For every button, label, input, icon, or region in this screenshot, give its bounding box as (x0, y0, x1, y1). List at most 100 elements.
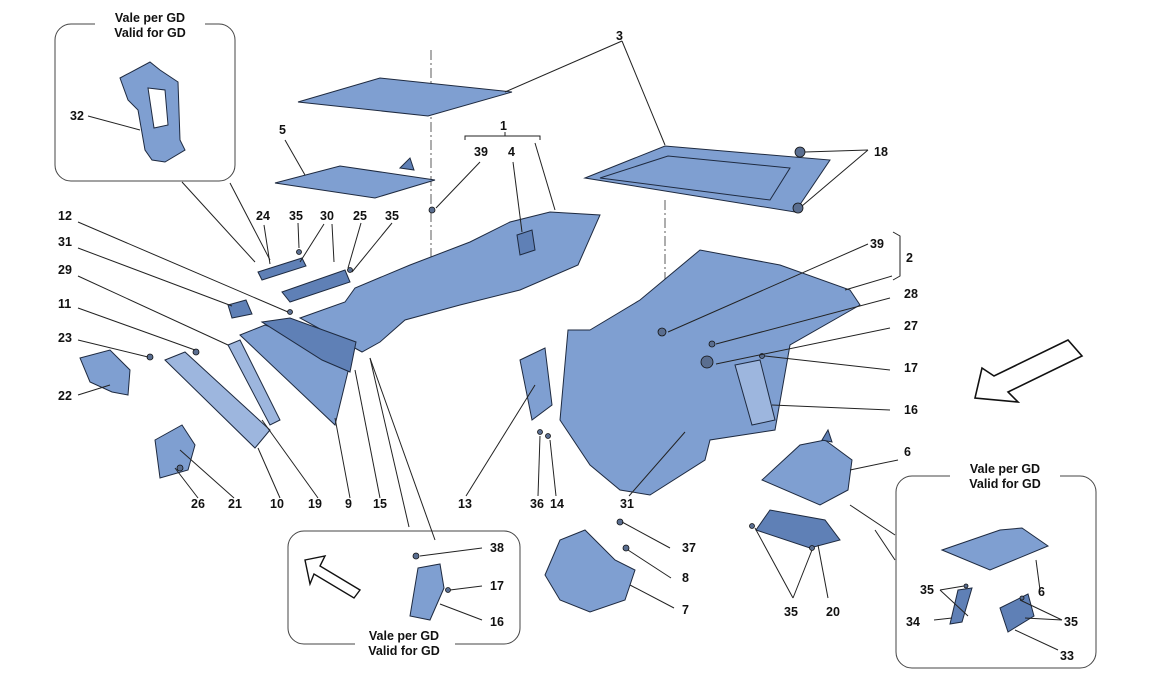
callout-28: 28 (904, 287, 918, 301)
callout-22: 22 (58, 389, 72, 403)
part-13-pad (519, 347, 553, 421)
part-16-panel (409, 563, 445, 621)
callout-17: 17 (904, 361, 918, 375)
callout-19: 19 (308, 497, 322, 511)
callout-35: 35 (784, 605, 798, 619)
direction-arrow-icon (304, 555, 362, 599)
part-35-screw (963, 583, 969, 589)
part-17-screw (445, 587, 451, 593)
callout-1: 1 (500, 119, 507, 133)
callout-31: 31 (58, 235, 72, 249)
inset-title-line1: Vale per GD (369, 629, 439, 643)
callout-4: 4 (508, 145, 515, 159)
part-10-frame (164, 351, 271, 449)
callout-30: 30 (320, 209, 334, 223)
callout-33: 33 (1060, 649, 1074, 663)
callout-35: 35 (385, 209, 399, 223)
callout-6: 6 (1038, 585, 1045, 599)
part-15-mesh (260, 317, 357, 373)
part-6-mat (940, 527, 1050, 571)
part-39-clip (428, 206, 436, 214)
callout-24: 24 (256, 209, 270, 223)
part-11-screw (192, 348, 200, 356)
callout-17: 17 (490, 579, 504, 593)
part-12-screw (287, 309, 293, 315)
part-39-clip (657, 327, 667, 337)
callout-39: 39 (474, 145, 488, 159)
part-18-plug (792, 202, 804, 214)
part-21-bracket (154, 424, 196, 479)
part-26-screw (176, 464, 184, 472)
inset-title-line2: Valid for GD (114, 26, 186, 40)
part-6-mat (761, 439, 853, 506)
part-3-mat-left (297, 77, 513, 117)
part-33-bracket (999, 593, 1035, 633)
part-31-clip (227, 299, 253, 319)
callout-13: 13 (458, 497, 472, 511)
part-8-screw (622, 544, 630, 552)
inset-bottom-center: Vale per GD Valid for GD (287, 530, 521, 662)
callout-16: 16 (904, 403, 918, 417)
inset-title-line1: Vale per GD (115, 11, 185, 25)
part-25-strip (281, 269, 351, 303)
part-35-screw (1019, 595, 1025, 601)
callout-9: 9 (345, 497, 352, 511)
callout-39: 39 (870, 237, 884, 251)
callout-35: 35 (1064, 615, 1078, 629)
callout-8: 8 (682, 571, 689, 585)
part-18-plug (794, 146, 806, 158)
part-35-screw (809, 545, 815, 551)
callout-29: 29 (58, 263, 72, 277)
inset-title-line1: Vale per GD (970, 462, 1040, 476)
hardware (146, 146, 1025, 601)
callout-2: 2 (906, 251, 913, 265)
direction-arrow-icon (974, 339, 1084, 404)
callout-27: 27 (904, 319, 918, 333)
part-35-screw (296, 249, 302, 255)
part-36-nut (537, 429, 543, 435)
callout-25: 25 (353, 209, 367, 223)
part-14-screw (545, 433, 551, 439)
callout-36: 36 (530, 497, 544, 511)
part-27-cap (700, 355, 714, 369)
part-3-mat-right (583, 145, 831, 213)
part-38-clip (412, 552, 420, 560)
inset-title-line2: Valid for GD (969, 477, 1041, 491)
callout-7: 7 (682, 603, 689, 617)
part-20-bracket (755, 509, 841, 549)
callout-26: 26 (191, 497, 205, 511)
part-35-screw (347, 267, 353, 273)
callout-37: 37 (682, 541, 696, 555)
leader-lines (77, 40, 1063, 651)
callout-35: 35 (920, 583, 934, 597)
callout-5: 5 (279, 123, 286, 137)
inset-title-line2: Valid for GD (368, 644, 440, 658)
callout-15: 15 (373, 497, 387, 511)
callout-38: 38 (490, 541, 504, 555)
inset-top-left: Vale per GD Valid for GD (54, 10, 236, 182)
part-22-bracket (79, 349, 131, 396)
callout-31: 31 (620, 497, 634, 511)
part-5-mat (274, 165, 436, 199)
part-19-strip (227, 339, 281, 426)
callout-32: 32 (70, 109, 84, 123)
callout-11: 11 (58, 297, 71, 311)
part-34-strip (949, 587, 973, 625)
callout-35: 35 (289, 209, 303, 223)
callout-12: 12 (58, 209, 72, 223)
callout-16: 16 (490, 615, 504, 629)
callout-34: 34 (906, 615, 920, 629)
part-35-screw (749, 523, 755, 529)
callout-23: 23 (58, 331, 72, 345)
inset-bottom-right: Vale per GD Valid for GD (895, 461, 1097, 669)
part-24-strip (257, 257, 307, 281)
callout-14: 14 (550, 497, 564, 511)
callout-10: 10 (270, 497, 284, 511)
callout-20: 20 (826, 605, 840, 619)
part-7-bracket (544, 529, 636, 613)
part-4-insert (516, 229, 536, 256)
callout-21: 21 (228, 497, 242, 511)
part-28-screw (708, 340, 716, 348)
callout-6: 6 (904, 445, 911, 459)
